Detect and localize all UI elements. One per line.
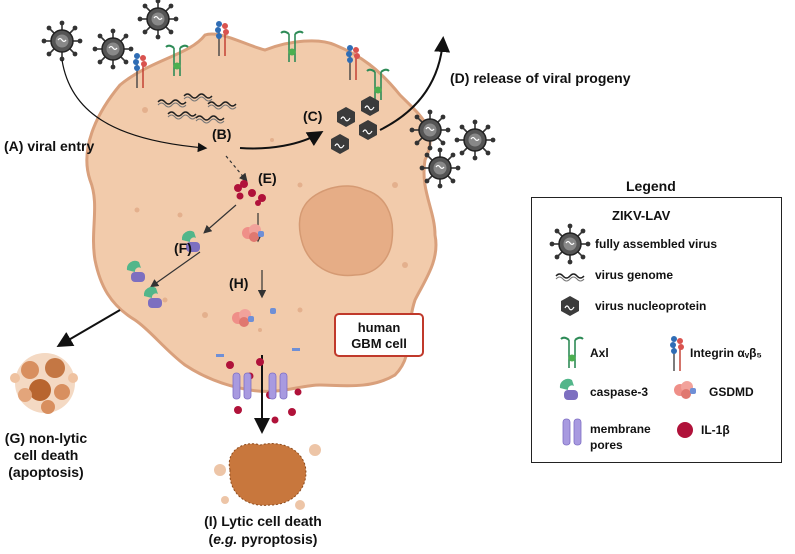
virus-icon [91,27,135,71]
step-h-label: (H) [229,275,249,291]
virus-icon [136,0,180,41]
lytic-line1: (I) Lytic cell death [204,513,322,529]
label-lytic-death: (I) Lytic cell death (e.g. pyroptosis) [183,512,343,548]
step-e-label: (E) [258,170,277,186]
arrow-entry [61,59,208,153]
legend-nucleoprotein-label: virus nucleoprotein [595,299,707,313]
legend-integrin-label: Integrin αᵥβ₅ [690,346,762,360]
gsdmd-fragment [270,308,276,314]
legend-box [531,197,782,463]
arrow-b-to-e [225,155,248,182]
label-release-progeny: (D) release of viral progeny [450,70,631,86]
non-lytic-line1: (G) non-lytic [4,430,88,446]
step-c-label: (C) [303,108,323,124]
label-viral-entry: (A) viral entry [4,138,95,154]
virus-icon [453,118,497,162]
legend-axl-label: Axl [590,346,609,360]
virus-icon [418,146,462,190]
pyroptotic-cell-icon [214,443,321,510]
legend-subtitle: ZIKV-LAV [612,208,671,223]
legend-caspase-label: caspase-3 [590,385,649,399]
step-f-label: (F) [174,240,192,256]
arrow-to-non-lytic [56,309,121,348]
virus-icon [408,108,452,152]
non-lytic-line2: cell death [13,447,79,463]
arrow-release [379,36,451,131]
arrow-f-to-apoptosis [150,251,201,288]
legend-il1b-label: IL-1β [701,423,730,437]
arrow-b-to-c [239,130,324,150]
apoptotic-cell-icon [10,353,78,414]
legend-gsdmd-label: GSDMD [709,385,754,399]
gbm-cell-label-box: human GBM cell [334,313,424,357]
label-non-lytic-death: (G) non-lytic cell death (apoptosis) [0,430,92,481]
gbm-label-line2: GBM cell [351,336,407,351]
lytic-line2: (e.g. pyroptosis) [208,531,318,547]
virus-icon [40,19,84,63]
gsdmd-fragment [216,354,224,357]
non-lytic-line3: (apoptosis) [8,464,84,480]
inflammasome-cluster [234,180,266,206]
legend-virus-label: fully assembled virus [595,237,718,251]
nucleus [298,185,394,277]
legend-title: Legend [626,178,676,194]
legend-genome-label: virus genome [595,268,674,282]
legend-il1b-icon [677,422,693,438]
gbm-label-line1: human [357,320,401,335]
arrow-e-to-f [203,204,237,234]
step-b-label: (B) [212,126,232,142]
gsdmd-fragment [292,348,300,351]
